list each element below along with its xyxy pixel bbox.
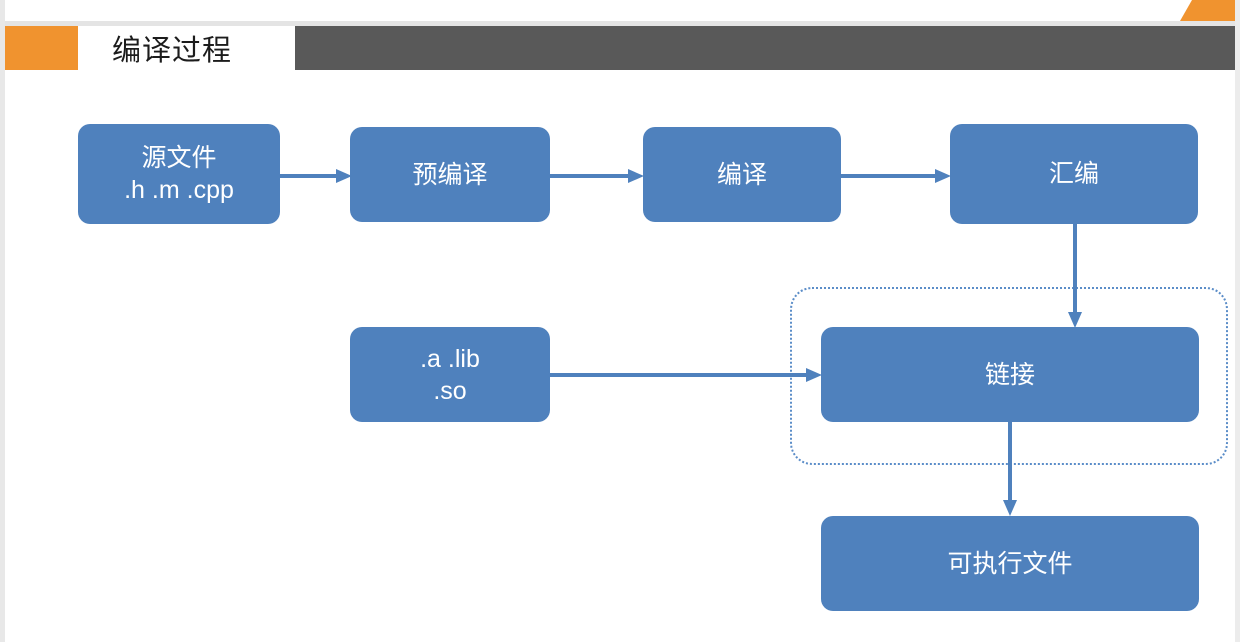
title-orange-block: [5, 26, 78, 70]
node-libraries-line2: .so: [433, 376, 467, 405]
node-source-file-line2: .h .m .cpp: [124, 176, 234, 204]
node-source-file[interactable]: 源文件 .h .m .cpp: [78, 124, 280, 224]
arrow-compile-to-assemble: [839, 166, 953, 186]
node-assemble[interactable]: 汇编: [950, 124, 1198, 224]
node-libraries-line1: .a .lib: [420, 344, 480, 373]
arrow-link-to-executable: [1000, 420, 1020, 518]
orange-slant-accent: [1180, 0, 1240, 21]
node-link[interactable]: 链接: [821, 327, 1199, 422]
node-assemble-label: 汇编: [1048, 160, 1099, 188]
node-source-file-line1: 源文件: [141, 144, 217, 172]
page-title: 编译过程: [112, 35, 233, 67]
node-compile[interactable]: 编译: [643, 127, 841, 222]
arrow-source-to-precompile: [278, 166, 354, 186]
node-libraries[interactable]: .a .lib .so: [350, 327, 550, 422]
node-executable[interactable]: 可执行文件: [821, 516, 1199, 611]
node-executable-label: 可执行文件: [947, 549, 1073, 578]
arrow-assemble-to-link: [1065, 222, 1085, 330]
node-compile-label: 编译: [716, 160, 767, 189]
node-precompile-label: 预编译: [412, 160, 488, 189]
arrow-precompile-to-compile: [548, 166, 646, 186]
top-divider-rule: [0, 21, 1240, 26]
slide-top-strip: [5, 0, 1235, 21]
node-link-label: 链接: [984, 360, 1035, 389]
left-edge-border: [0, 0, 5, 642]
node-precompile[interactable]: 预编译: [350, 127, 550, 222]
arrow-libraries-to-link: [548, 365, 824, 385]
right-edge-border: [1235, 0, 1240, 642]
title-grey-bar: [295, 26, 1235, 70]
